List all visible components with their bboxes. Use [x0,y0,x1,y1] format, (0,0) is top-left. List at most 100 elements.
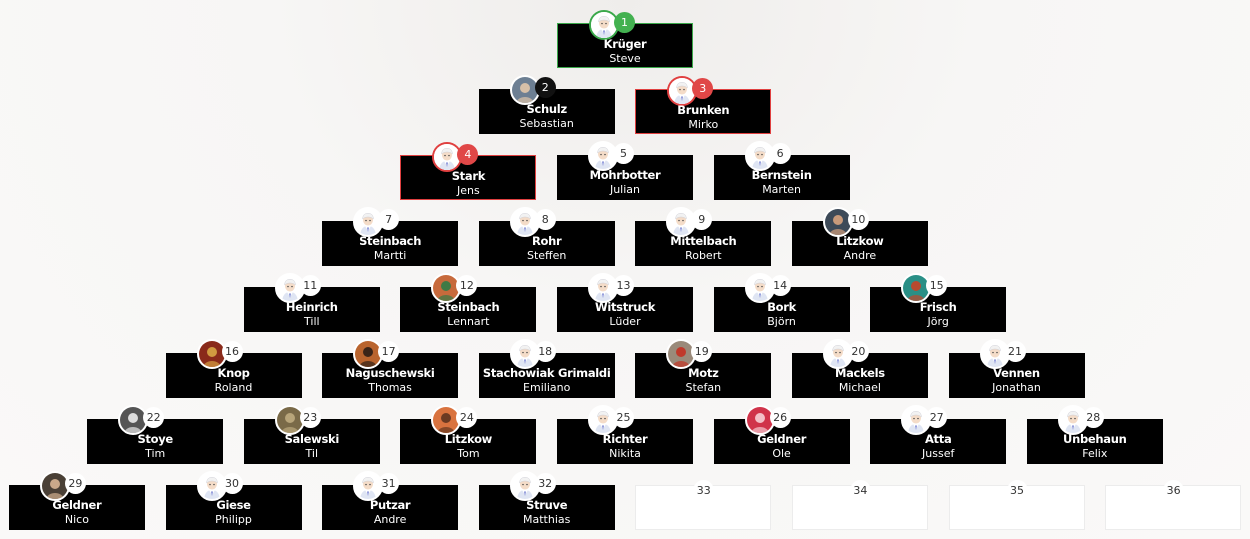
rank-badge: 22 [143,407,165,428]
player-last-name: Unbehaun [1063,432,1127,446]
player-last-name: Mittelbach [670,234,737,248]
player-last-name: Frisch [919,300,957,314]
player-first-name: Jussef [922,447,955,460]
rank-badge: 8 [534,209,556,230]
player-last-name: Motz [688,366,719,380]
default-avatar-icon [744,141,775,171]
player-first-name: Lüder [609,315,641,328]
rank-badge: 5 [613,143,634,164]
player-first-name: Martti [373,249,407,262]
player-first-name: Mirko [688,118,719,131]
player-first-name: Jens [457,184,480,197]
player-first-name: Emiliano [523,381,571,394]
rank-badge: 28 [1082,407,1104,428]
player-last-name: Heinrich [285,300,338,314]
player-first-name: Philipp [215,513,252,526]
rank-badge: 2 [534,77,556,98]
player-last-name: Bernstein [751,168,812,182]
player-first-name: Lennart [447,315,490,328]
player-last-name: Brunken [677,103,730,117]
rank-badge: 7 [378,209,400,230]
default-avatar-icon [667,76,698,106]
player-first-name: Ole [772,447,791,460]
default-avatar-icon [274,273,305,303]
rank-badge: 10 [847,209,869,230]
rank-badge: 25 [613,407,634,428]
default-avatar-icon [432,142,463,172]
player-first-name: Roland [214,381,253,394]
player-last-name: Stark [451,169,486,183]
rank-badge: 1 [614,12,635,33]
rank-badge: 19 [691,341,713,362]
player-first-name: Marten [762,183,801,196]
player-last-name: Geldner [52,498,102,512]
player-first-name: Till [304,315,320,328]
player-first-name: Jonathan [992,381,1041,394]
player-first-name: Nikita [609,447,641,460]
player-last-name: Steinbach [359,234,422,248]
rank-badge: 23 [299,407,321,428]
player-first-name: Björn [767,315,796,328]
rank-badge: 33 [693,480,715,501]
player-last-name: Richter [602,432,648,446]
rank-badge: 30 [221,473,243,494]
rank-badge: 6 [769,143,791,164]
ladder-slot-empty: 34 [791,480,928,530]
player-last-name: Putzar [369,498,411,512]
player-last-name: Litzkow [444,432,493,446]
player-last-name: Krüger [603,37,647,51]
player-last-name: Salewski [284,432,340,446]
player-first-name: Andre [373,513,407,526]
rank-badge: 26 [769,407,791,428]
rank-badge: 31 [378,473,400,494]
default-avatar-icon [509,471,540,501]
rank-badge: 4 [457,144,479,165]
rank-badge: 27 [926,407,948,428]
rank-badge: 36 [1163,480,1185,501]
player-first-name: Jörg [927,315,949,328]
player-last-name: Bork [767,300,796,314]
player-last-name: Struve [526,498,568,512]
ladder-slot-empty: 33 [635,480,772,530]
default-avatar-icon [589,10,619,40]
rank-badge: 12 [456,275,478,296]
player-first-name: Tim [145,447,166,460]
player-last-name: Litzkow [836,234,884,248]
player-first-name: Til [305,447,319,460]
player-first-name: Michael [838,381,881,394]
ladder-slot-empty: 36 [1105,480,1242,530]
rank-badge: 15 [926,275,948,296]
